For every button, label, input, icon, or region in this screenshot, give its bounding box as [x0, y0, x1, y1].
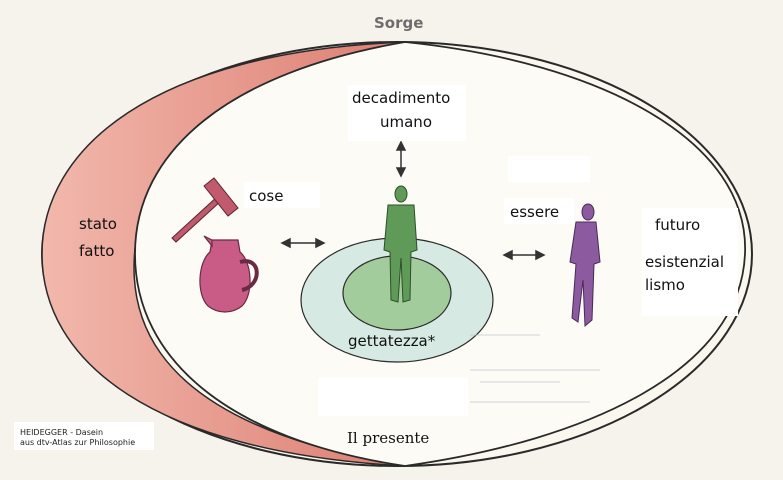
credit-line-1: HEIDEGGER - Dasein	[20, 428, 135, 438]
label-essere: essere	[510, 203, 559, 221]
label-presente: Il presente	[347, 429, 429, 447]
label-umano: umano	[380, 113, 432, 131]
label-cose: cose	[249, 187, 283, 205]
label-patch-presente	[318, 378, 468, 416]
source-credit: HEIDEGGER - Dasein aus dtv-Atlas zur Phi…	[20, 428, 135, 448]
label-stato: stato	[79, 215, 117, 233]
label-futuro: futuro	[655, 216, 700, 234]
label-gettatezza: gettatezza*	[348, 332, 435, 350]
label-decadimento: decadimento	[352, 89, 450, 107]
label-fatto: fatto	[79, 242, 114, 260]
label-lismo: lismo	[645, 276, 685, 294]
label-esistenzial: esistenzial	[645, 253, 724, 271]
credit-line-2: aus dtv-Atlas zur Philosophie	[20, 438, 135, 448]
label-patch-top-right	[508, 156, 590, 182]
diagram-title: Sorge	[374, 14, 423, 32]
